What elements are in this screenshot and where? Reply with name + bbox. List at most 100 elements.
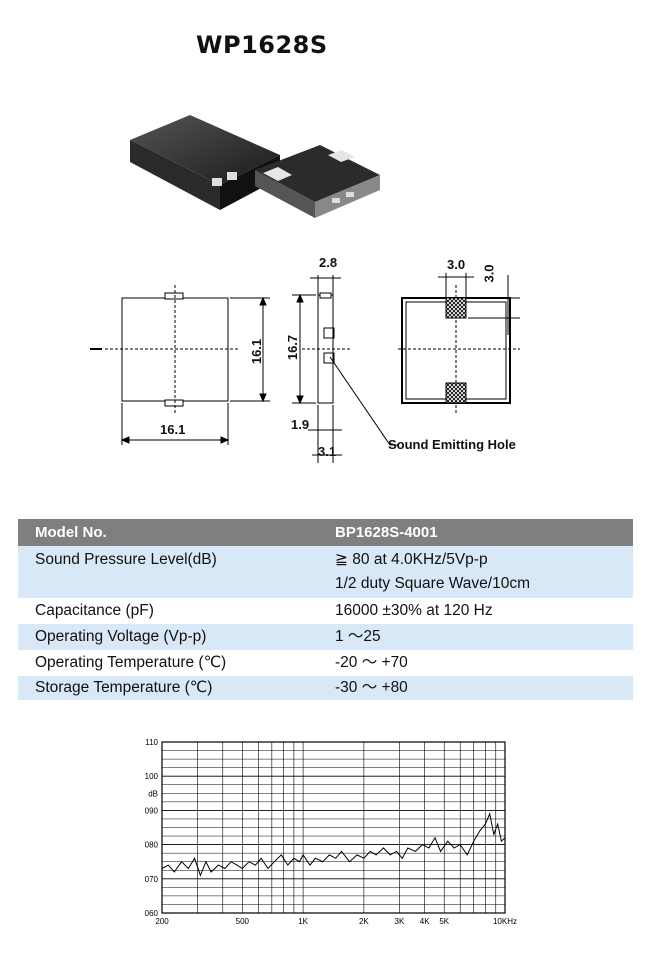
table-header-row: Model No. BP1628S-4001 — [18, 519, 633, 546]
data-point — [504, 837, 506, 839]
y-tick-label: 090 — [145, 806, 159, 815]
data-point — [302, 854, 304, 856]
data-point — [230, 861, 232, 863]
x-tick-label: 10KHz — [493, 917, 517, 926]
hole-label: Sound Emitting Hole — [388, 437, 516, 452]
value-cell: 16000 ±30% at 120 Hz — [315, 598, 633, 624]
data-point — [236, 864, 238, 866]
data-point — [309, 864, 311, 866]
data-point — [497, 823, 499, 825]
data-point — [299, 861, 300, 863]
data-point — [194, 857, 195, 859]
data-point — [383, 847, 384, 849]
data-point — [254, 864, 256, 866]
side-height-label: 16.7 — [285, 334, 301, 361]
header-model-label: Model No. — [18, 519, 315, 546]
data-point — [210, 871, 212, 873]
data-point — [485, 823, 486, 825]
data-point — [401, 857, 403, 859]
x-tick-label: 3K — [395, 917, 405, 926]
data-point — [217, 864, 219, 866]
data-point — [459, 844, 461, 845]
data-point — [161, 868, 163, 869]
data-point — [447, 840, 449, 842]
data-point — [375, 854, 377, 856]
data-point — [173, 871, 175, 873]
spec-table: Model No. BP1628S-4001 Sound Pressure Le… — [18, 519, 633, 700]
table-row: Capacitance (pF) 16000 ±30% at 120 Hz — [18, 598, 633, 624]
data-point — [422, 844, 423, 845]
data-point — [273, 861, 275, 863]
data-point — [341, 851, 342, 852]
param-cell: Sound Pressure Level(dB) — [18, 546, 315, 598]
x-tick-label: 4K — [420, 917, 430, 926]
plot-frame — [161, 741, 506, 914]
param-cell: Operating Voltage (Vp-p) — [18, 624, 315, 650]
value-cell: ≧ 80 at 4.0KHz/5Vp-p 1/2 duty Square Wav… — [315, 546, 633, 598]
data-point — [187, 868, 189, 869]
data-point — [407, 847, 409, 849]
product-photo — [130, 115, 380, 218]
data-point — [453, 847, 455, 849]
data-point — [363, 857, 365, 859]
data-point — [224, 868, 226, 869]
x-tick-label: 200 — [155, 917, 169, 926]
data-point — [260, 857, 262, 859]
data-point — [293, 857, 295, 859]
y-axis-label: dB — [148, 789, 158, 798]
pad-width-label: 3.0 — [447, 257, 466, 272]
x-tick-label: 500 — [236, 917, 250, 926]
data-point — [322, 861, 324, 863]
y-tick-label: 110 — [145, 738, 158, 747]
y-tick-label: 080 — [145, 841, 159, 850]
data-point — [241, 868, 243, 869]
value-line: ≧ 80 at 4.0KHz/5Vp-p — [335, 551, 488, 568]
data-point — [428, 847, 430, 849]
data-point — [440, 851, 442, 852]
y-tick-label: 100 — [145, 772, 159, 781]
param-cell: Capacitance (pF) — [18, 598, 315, 624]
y-tick-label: 060 — [145, 909, 159, 918]
data-point — [248, 861, 250, 863]
x-tick-label: 2K — [359, 917, 369, 926]
param-cell: Storage Temperature (℃) — [18, 676, 315, 700]
data-point — [205, 861, 207, 863]
data-point — [314, 857, 316, 859]
value-cell: 1 ～25 — [315, 624, 633, 650]
data-point — [181, 861, 182, 863]
data-point — [501, 840, 502, 842]
data-point — [389, 854, 391, 856]
data-point — [200, 874, 201, 876]
data-point — [267, 868, 269, 869]
data-point — [280, 854, 282, 856]
param-cell: Operating Temperature (℃) — [18, 650, 315, 676]
data-point — [493, 833, 495, 835]
pad-height-label: 3.0 — [481, 264, 497, 283]
page-title: WP1628S — [196, 31, 328, 59]
data-point — [349, 861, 351, 863]
dimension-drawings — [90, 273, 520, 463]
value-cell: -20 ～ +70 — [315, 650, 633, 676]
data-point — [335, 857, 337, 859]
data-point — [287, 864, 289, 866]
value-line: 1/2 duty Square Wave/10cm — [335, 575, 530, 592]
front-height-label: 16.1 — [249, 338, 265, 365]
data-point — [356, 854, 358, 856]
data-point — [489, 813, 491, 815]
x-tick-label: 1K — [298, 917, 308, 926]
side-thickness-label: 2.8 — [319, 255, 338, 270]
data-point — [396, 851, 397, 852]
header-model-value: BP1628S-4001 — [315, 519, 633, 546]
front-width-label: 16.1 — [160, 422, 186, 437]
data-point — [369, 851, 371, 852]
data-point — [473, 840, 475, 842]
table-row: Operating Voltage (Vp-p) 1 ～25 — [18, 624, 633, 650]
x-tick-label: 5K — [439, 917, 449, 926]
data-point — [415, 851, 416, 852]
table-row: Operating Temperature (℃) -20 ～ +70 — [18, 650, 633, 676]
value-cell: -30 ～ +80 — [315, 676, 633, 700]
data-point — [479, 830, 481, 832]
data-point — [167, 864, 169, 866]
data-point — [466, 854, 468, 856]
